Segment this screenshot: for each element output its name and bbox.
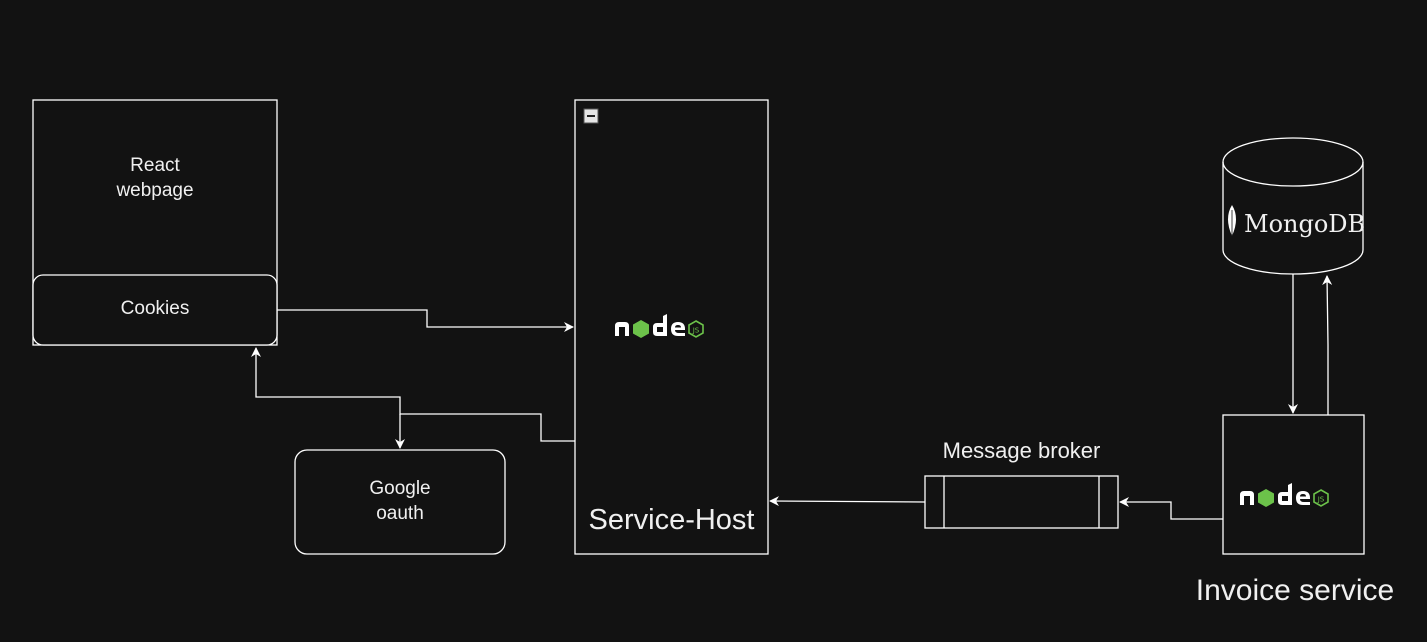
nodejs-logo-icon bbox=[1239, 482, 1329, 508]
google-oauth-label: Google oauth bbox=[369, 478, 431, 524]
message-broker-label: Message broker bbox=[942, 438, 1101, 463]
mongodb-label: MongoDB bbox=[1244, 210, 1366, 238]
invoice-service-label: Invoice service bbox=[1195, 574, 1395, 607]
edge-cookies-to-service-host bbox=[277, 309, 574, 332]
invoice-service-box bbox=[1222, 414, 1365, 555]
edge-invoice-to-message-broker bbox=[1119, 497, 1223, 520]
leaf-icon bbox=[1228, 205, 1236, 240]
minus-icon[interactable] bbox=[583, 108, 599, 124]
edge-message-broker-to-service-host bbox=[769, 496, 926, 507]
message-broker-queue bbox=[924, 475, 1119, 529]
google-oauth-box bbox=[294, 449, 506, 555]
react-webpage-label: React webpage bbox=[116, 155, 194, 201]
edge-service-host-to-cookies bbox=[251, 347, 575, 442]
service-host-label: Service-Host bbox=[588, 504, 755, 536]
edge-invoice-to-mongodb bbox=[1322, 275, 1333, 415]
cookies-label: Cookies bbox=[120, 298, 190, 319]
nodejs-logo-icon bbox=[614, 313, 704, 339]
service-host-container bbox=[574, 99, 769, 555]
mongodb-cylinder bbox=[1222, 137, 1364, 275]
